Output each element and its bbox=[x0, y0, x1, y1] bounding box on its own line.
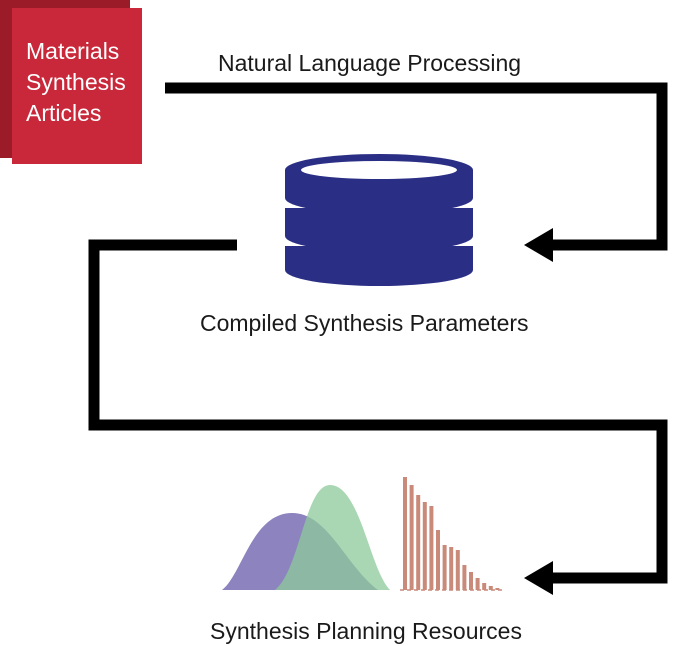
histogram-bar bbox=[495, 588, 500, 590]
histogram-bar bbox=[442, 545, 447, 590]
histogram-bar bbox=[462, 565, 467, 590]
histogram-bar bbox=[409, 485, 414, 590]
histogram-bar bbox=[488, 586, 493, 590]
histogram-bar bbox=[436, 530, 440, 590]
database-label: Compiled Synthesis Parameters bbox=[200, 310, 529, 336]
resources-arrowhead bbox=[524, 561, 553, 595]
histogram-bar bbox=[416, 495, 421, 590]
distribution-charts-icon bbox=[222, 477, 505, 591]
articles-label: Materials Synthesis Articles bbox=[26, 38, 126, 126]
histogram-bar bbox=[455, 550, 460, 590]
nlp-label: Natural Language Processing bbox=[218, 50, 522, 76]
histogram-bar bbox=[403, 477, 407, 590]
nlp-arrowhead bbox=[524, 228, 553, 262]
resources-arrow bbox=[88, 239, 668, 584]
nlp-arrow bbox=[165, 82, 668, 251]
histogram-bar bbox=[429, 506, 434, 590]
histogram-bars bbox=[403, 477, 500, 590]
histogram-bar bbox=[482, 583, 487, 590]
histogram-bar bbox=[422, 502, 427, 590]
articles-box bbox=[12, 8, 142, 164]
green-curve bbox=[275, 485, 390, 590]
histogram-bar bbox=[449, 547, 454, 590]
resources-label: Synthesis Planning Resources bbox=[210, 618, 522, 644]
database-icon bbox=[285, 154, 473, 286]
histogram-bar bbox=[475, 578, 480, 590]
histogram-bar bbox=[469, 572, 473, 590]
